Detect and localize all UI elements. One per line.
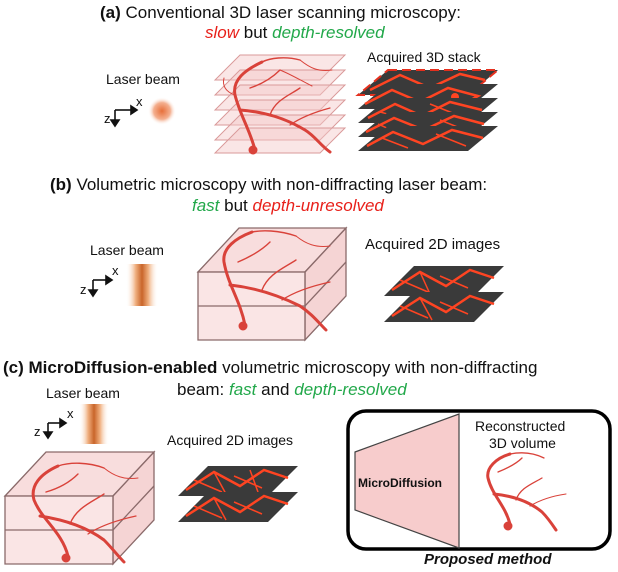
- laser-spot-icon: [148, 97, 176, 125]
- vessel-tree-c: [31, 462, 139, 564]
- volume-box-c: [3, 450, 156, 566]
- microdiffusion-trapezoid: [354, 413, 460, 549]
- panel-b-tag: (b): [50, 175, 72, 194]
- panel-c-axis-z: z: [34, 424, 41, 439]
- panel-b-axis-x: x: [112, 263, 119, 278]
- panel-a-slow: slow: [205, 23, 240, 42]
- bessel-beam-icon: [126, 264, 158, 306]
- acquired-2d-plates-b: [384, 266, 504, 322]
- panel-c-title: (c) MicroDiffusion-enabled volumetric mi…: [3, 358, 537, 378]
- panel-a-subtitle: slow but depth-resolved: [205, 23, 385, 43]
- reconstructed-vessel-icon: [486, 452, 567, 532]
- acquired-2d-plates-c: [178, 466, 298, 522]
- recon-label-line2: 3D volume: [489, 435, 556, 451]
- panel-a-axis-z: z: [104, 111, 111, 126]
- panel-b-title: (b) Volumetric microscopy with non-diffr…: [50, 175, 487, 195]
- panel-b-but: but: [224, 196, 248, 215]
- axis-icon: [87, 274, 114, 298]
- bessel-beam-icon: [79, 404, 109, 444]
- panel-c-and: and: [261, 380, 290, 399]
- panel-c-beam: beam:: [177, 380, 225, 399]
- panel-a-stack-label: Acquired 3D stack: [367, 49, 481, 65]
- panel-a-title: (a) Conventional 3D laser scanning micro…: [100, 3, 461, 23]
- panel-c-depth-resolved: depth-resolved: [294, 380, 407, 399]
- panel-a-but: but: [243, 23, 268, 42]
- panel-b-laser-beam-label: Laser beam: [90, 242, 164, 258]
- panel-a-title-text: Conventional 3D laser scanning microscop…: [125, 3, 461, 22]
- panel-b-fast: fast: [192, 196, 220, 215]
- proposed-method-label: Proposed method: [424, 551, 552, 568]
- panel-c-subtitle: beam: fast and depth-resolved: [177, 380, 407, 400]
- panel-a-axis-x: x: [136, 94, 143, 109]
- axis-icon: [42, 417, 68, 440]
- panel-c-axis-x: x: [67, 406, 74, 421]
- panel-b-subtitle: fast but depth-unresolved: [192, 196, 384, 216]
- panel-c-fast: fast: [228, 380, 257, 399]
- panel-a-laser-beam-label: Laser beam: [106, 71, 180, 87]
- microdiffusion-label: MicroDiffusion: [358, 476, 442, 490]
- panel-c-images-label: Acquired 2D images: [167, 432, 294, 448]
- panel-a-depth-resolved: depth-resolved: [272, 23, 385, 42]
- panel-c-title-bold: MicroDiffusion-enabled: [28, 358, 218, 377]
- scan-planes: [213, 54, 347, 154]
- acquired-stack-plates: [355, 69, 501, 151]
- recon-label-line1: Reconstructed: [475, 418, 566, 434]
- panel-c-laser-beam-label: Laser beam: [46, 385, 120, 401]
- panel-a-tag: (a): [100, 3, 121, 22]
- panel-b-title-text: Volumetric microscopy with non-diffracti…: [76, 175, 488, 194]
- panel-c-tag: (c): [3, 358, 24, 377]
- panel-b-axis-z: z: [80, 282, 87, 297]
- axis-icon: [109, 104, 139, 128]
- panel-c-title-rest: volumetric microscopy with non-diffracti…: [222, 358, 538, 377]
- volume-box-b: [196, 226, 348, 342]
- vessel-tree-b: [222, 230, 331, 332]
- panel-b-images-label: Acquired 2D images: [365, 236, 501, 253]
- panel-b-depth-unresolved: depth-unresolved: [252, 196, 384, 215]
- vessel-tree-a: [223, 57, 333, 155]
